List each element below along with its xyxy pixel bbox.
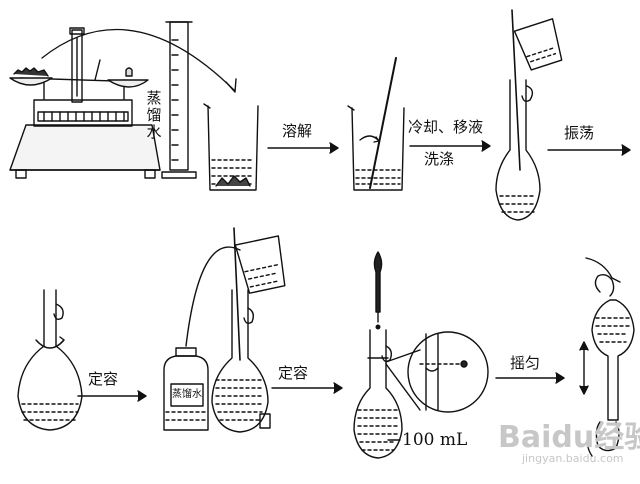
dropper-flask-icon [353, 251, 421, 459]
volumetric-flask-swirl-icon [17, 289, 83, 431]
volume-label: 100 mL [402, 430, 468, 450]
flask-invert-hands-icon [579, 257, 635, 457]
beaker-solid-icon [203, 103, 259, 191]
watermark-url: jingyan.baidu.com [522, 452, 624, 465]
shake-label: 振荡 [564, 124, 595, 142]
bottle-label: 蒸馏水 [172, 389, 202, 400]
distilled-water-label: 蒸馏水 [146, 89, 162, 141]
wash-label: 洗涤 [424, 150, 455, 168]
fix-volume-label-1: 定容 [88, 370, 119, 388]
fix-volume-label-2: 定容 [278, 364, 309, 382]
balance-scale-icon [9, 27, 161, 179]
beaker-stirring-icon [347, 57, 405, 191]
pour-arrow-icon [41, 29, 235, 91]
graduated-cylinder-icon [161, 21, 197, 179]
meniscus-magnifier-icon [407, 331, 489, 413]
volumetric-flask-fill-icon [211, 227, 286, 433]
cool-transfer-label: 冷却、移液 [408, 118, 484, 136]
wash-bottle-icon [163, 246, 241, 431]
dissolve-label: 溶解 [282, 122, 313, 140]
mix-label: 摇匀 [510, 354, 541, 372]
volumetric-flask-transfer-icon [495, 9, 563, 221]
watermark-brand: Baidu经验 [498, 420, 640, 455]
